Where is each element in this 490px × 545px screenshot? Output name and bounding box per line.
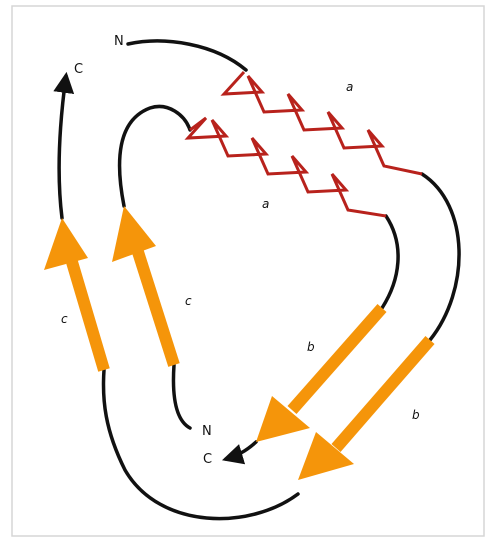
strand-c-inner <box>112 206 180 367</box>
seg-a-mid-label: a <box>262 197 269 211</box>
outer-n-tail <box>126 39 248 72</box>
helix-a-mid <box>184 116 387 218</box>
inner-loop-right <box>380 214 400 310</box>
helix-a-top <box>220 70 423 176</box>
outer-loop-right <box>420 172 461 342</box>
inner-n-tail <box>171 363 192 430</box>
outer-c-tail <box>53 71 75 220</box>
outer-c-label: C <box>74 62 83 77</box>
seg-b-inner-label: b <box>307 340 315 354</box>
strand-b-outer <box>298 336 435 480</box>
seg-a-top-label: a <box>346 80 353 94</box>
seg-c-outer-label: c <box>61 312 68 326</box>
seg-b-outer-label: b <box>412 408 420 422</box>
diagram-frame <box>11 5 485 537</box>
inner-loop-top <box>117 104 192 208</box>
outer-chain <box>53 39 461 521</box>
inner-c-tail <box>221 440 258 465</box>
inner-n-label: N <box>202 424 212 439</box>
strand-b-inner <box>256 304 387 442</box>
seg-c-inner-label: c <box>185 294 192 308</box>
strand-c-outer <box>44 218 110 372</box>
inner-c-label: C <box>203 452 212 467</box>
outer-loop-bottom <box>101 368 300 521</box>
inner-chain <box>117 104 400 465</box>
outer-n-label: N <box>114 34 124 49</box>
